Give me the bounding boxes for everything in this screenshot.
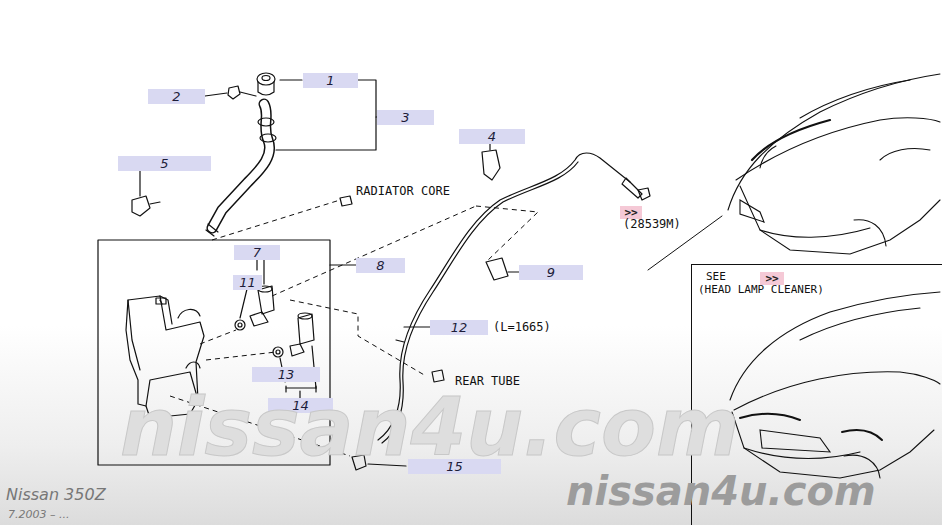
callout-number: 8: [376, 259, 384, 272]
note-text: SEE: [706, 271, 726, 283]
date-range: 7.2003 – ...: [8, 508, 69, 521]
callout-number: 9: [547, 266, 555, 279]
callout-number: 7: [253, 246, 261, 259]
callout-number: >>: [765, 273, 778, 284]
callout-number: 3: [401, 111, 409, 124]
watermark: nissan4u.com: [566, 468, 876, 514]
callout-number: 5: [160, 157, 168, 170]
callout-number: 11: [239, 276, 256, 289]
note-text: (HEAD LAMP CLEANER): [698, 284, 824, 296]
part-number: (28539M): [623, 217, 681, 231]
callout-band: 4: [459, 129, 525, 144]
part-note: RADIATOR CORE: [356, 184, 450, 198]
callout-band: 7: [234, 245, 280, 260]
model-name: Nissan 350Z: [6, 486, 106, 504]
callout-number: 13: [278, 368, 295, 381]
callout-number: 1: [326, 74, 334, 87]
callout-number: 4: [488, 130, 496, 143]
callout-band: 2: [148, 89, 205, 104]
callout-band: 1: [303, 73, 358, 88]
callout-band: 12: [430, 320, 488, 335]
callout-band: 11: [233, 275, 262, 290]
callout-band: 13: [252, 367, 320, 382]
dimension: (L=1665): [493, 320, 551, 334]
reference-mark: >>: [760, 272, 784, 285]
callout-band: 3: [377, 110, 434, 125]
callout-band: 5: [118, 156, 211, 171]
callout-band: 9: [519, 265, 583, 280]
callout-number: >>: [624, 207, 637, 218]
callout-number: 12: [451, 321, 468, 334]
callout-band: 8: [356, 258, 405, 273]
callout-number: 2: [172, 90, 180, 103]
watermark: nissan4u.com: [120, 382, 739, 474]
